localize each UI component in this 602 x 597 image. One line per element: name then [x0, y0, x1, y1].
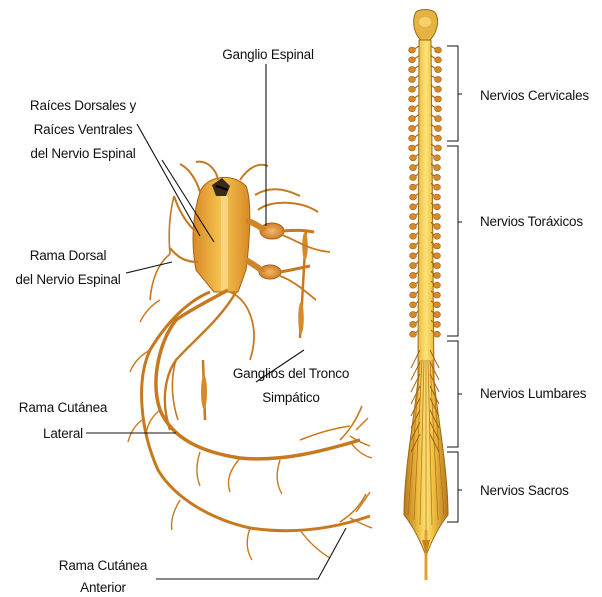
- label-nervios-cervicales: Nervios Cervicales: [480, 86, 589, 105]
- label-nervios-lumbares: Nervios Lumbares: [480, 384, 586, 403]
- ganglion: [434, 184, 441, 190]
- ganglion: [410, 214, 417, 220]
- label-nervios-sacros: Nervios Sacros: [480, 481, 569, 500]
- ganglion: [410, 312, 417, 318]
- ganglion: [410, 263, 417, 269]
- label-cutanea-anterior-line1: Rama Cutánea: [48, 556, 158, 575]
- ganglion: [435, 67, 442, 73]
- ganglion: [409, 116, 416, 122]
- label-rama-dorsal-line1: Rama Dorsal: [8, 246, 128, 265]
- ganglion: [410, 184, 417, 190]
- bracket-sacral: [447, 452, 458, 522]
- ganglion: [435, 125, 442, 131]
- ganglion: [434, 292, 441, 298]
- ganglion: [435, 96, 442, 102]
- ganglion: [409, 47, 416, 53]
- leader-rama-dorsal: [126, 262, 172, 273]
- bracket-thoracic: [447, 146, 458, 336]
- ganglion: [410, 243, 417, 249]
- label-cutanea-lateral-line2: Lateral: [8, 424, 118, 443]
- label-nervios-toraxicos: Nervios Toráxicos: [480, 212, 583, 231]
- ganglion: [434, 174, 441, 180]
- ganglion: [409, 96, 416, 102]
- leader-lines: [86, 64, 346, 579]
- bracket-lumbar: [447, 341, 458, 447]
- leader-raices-a: [137, 124, 200, 236]
- leader-cutanea-anterior: [156, 528, 346, 579]
- ganglion: [435, 76, 442, 82]
- ganglion: [409, 57, 416, 63]
- label-ganglios-line2: Simpático: [226, 388, 356, 407]
- ganglion: [409, 135, 416, 141]
- ganglion: [410, 174, 417, 180]
- ganglion: [434, 194, 441, 200]
- ganglion: [435, 86, 442, 92]
- ganglion: [434, 263, 441, 269]
- ganglion: [434, 233, 441, 239]
- label-rama-dorsal-line2: del Nervio Espinal: [8, 270, 128, 289]
- ganglion: [410, 253, 417, 259]
- ganglion: [410, 302, 417, 308]
- label-ganglio-espinal: Ganglio Espinal: [220, 45, 316, 64]
- ganglion: [410, 165, 417, 171]
- ganglion: [410, 194, 417, 200]
- ganglion: [409, 145, 416, 151]
- ganglion: [410, 155, 417, 161]
- ganglion: [409, 106, 416, 112]
- label-cutanea-lateral-line1: Rama Cutánea: [8, 398, 118, 417]
- ganglion: [434, 282, 441, 288]
- ganglion: [410, 292, 417, 298]
- ganglion: [410, 204, 417, 210]
- ganglion: [435, 145, 442, 151]
- bracket-cervical: [447, 46, 458, 141]
- label-raices-line1: Raíces Dorsales y: [23, 96, 143, 115]
- ganglion: [410, 282, 417, 288]
- spinal-segment-illustration: [128, 162, 372, 560]
- ganglion: [410, 272, 417, 278]
- ganglion: [409, 86, 416, 92]
- label-raices-line2: Raíces Ventrales: [23, 120, 143, 139]
- ganglion: [410, 321, 417, 327]
- region-brackets: [447, 46, 462, 522]
- ganglion: [410, 223, 417, 229]
- ganglion: [409, 76, 416, 82]
- ganglion: [435, 116, 442, 122]
- ganglion: [434, 321, 441, 327]
- label-ganglios-line1: Ganglios del Tronco: [226, 364, 356, 383]
- ganglion: [409, 125, 416, 131]
- ganglion: [435, 135, 442, 141]
- ganglion: [434, 223, 441, 229]
- label-cutanea-anterior-line2: Anterior: [48, 578, 158, 597]
- ganglion: [435, 106, 442, 112]
- ganglion: [434, 331, 441, 337]
- ganglion: [434, 204, 441, 210]
- ganglion: [434, 312, 441, 318]
- ganglion: [434, 214, 441, 220]
- ganglion: [409, 67, 416, 73]
- ganglion: [435, 57, 442, 63]
- ganglion: [410, 233, 417, 239]
- ganglion: [434, 165, 441, 171]
- ganglion: [434, 302, 441, 308]
- ganglion: [434, 155, 441, 161]
- ganglion: [410, 331, 417, 337]
- ganglion: [434, 253, 441, 259]
- ganglion: [434, 243, 441, 249]
- label-raices-line3: del Nervio Espinal: [23, 144, 143, 163]
- ganglion: [434, 272, 441, 278]
- ganglion: [435, 47, 442, 53]
